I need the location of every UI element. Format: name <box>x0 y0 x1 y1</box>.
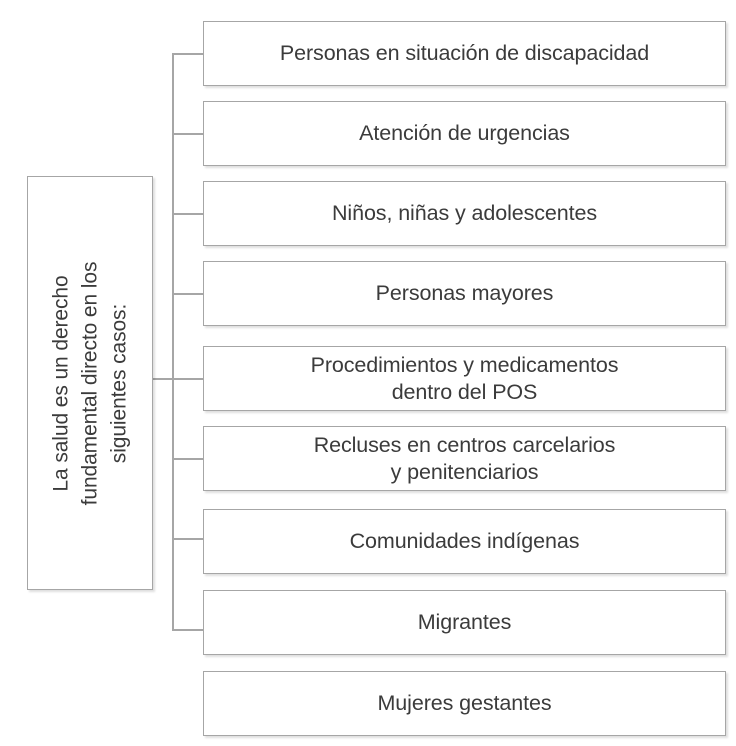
leaf-node-4-label: Personas mayores <box>375 281 554 305</box>
connector-branch-4 <box>172 293 203 295</box>
root-node-label: La salud es un derecho fundamental direc… <box>47 261 134 505</box>
leaf-node-2-label: Atención de urgencias <box>359 121 570 145</box>
leaf-node-9[interactable]: Mujeres gestantes <box>203 671 726 736</box>
connector-trunk <box>172 53 174 630</box>
leaf-node-3[interactable]: Niños, niñas y adolescentes <box>203 181 726 246</box>
leaf-node-8-label: Migrantes <box>417 610 512 634</box>
leaf-node-7-label: Comunidades indígenas <box>349 529 580 553</box>
root-label-line-2: fundamental directo en los <box>78 261 102 505</box>
root-label-line-3: siguientes casos: <box>107 303 131 463</box>
leaf-node-7[interactable]: Comunidades indígenas <box>203 509 726 574</box>
leaf-node-5[interactable]: Procedimientos y medicamentos dentro del… <box>203 346 726 411</box>
connector-root-stub <box>152 378 174 380</box>
root-label-line-1: La salud es un derecho <box>49 274 73 492</box>
leaf-node-6[interactable]: Recluses en centros carcelarios y penite… <box>203 426 726 491</box>
leaf-node-6-label: Recluses en centros carcelarios y penite… <box>313 432 616 484</box>
connector-branch-6 <box>172 458 203 460</box>
leaf-node-1[interactable]: Personas en situación de discapacidad <box>203 21 726 86</box>
leaf-node-9-label: Mujeres gestantes <box>377 691 552 715</box>
leaf-node-8[interactable]: Migrantes <box>203 590 726 655</box>
root-node[interactable]: La salud es un derecho fundamental direc… <box>27 176 153 590</box>
connector-branch-3 <box>172 213 203 215</box>
leaf-node-1-label: Personas en situación de discapacidad <box>279 41 650 65</box>
connector-branch-7 <box>172 538 203 540</box>
leaf-node-4[interactable]: Personas mayores <box>203 261 726 326</box>
connector-branch-2 <box>172 133 203 135</box>
connector-branch-5 <box>172 378 203 380</box>
leaf-node-5-label: Procedimientos y medicamentos dentro del… <box>310 352 619 404</box>
connector-branch-8 <box>172 629 203 631</box>
leaf-node-3-label: Niños, niñas y adolescentes <box>331 201 597 225</box>
connector-branch-1 <box>172 53 203 55</box>
leaf-node-2[interactable]: Atención de urgencias <box>203 101 726 166</box>
